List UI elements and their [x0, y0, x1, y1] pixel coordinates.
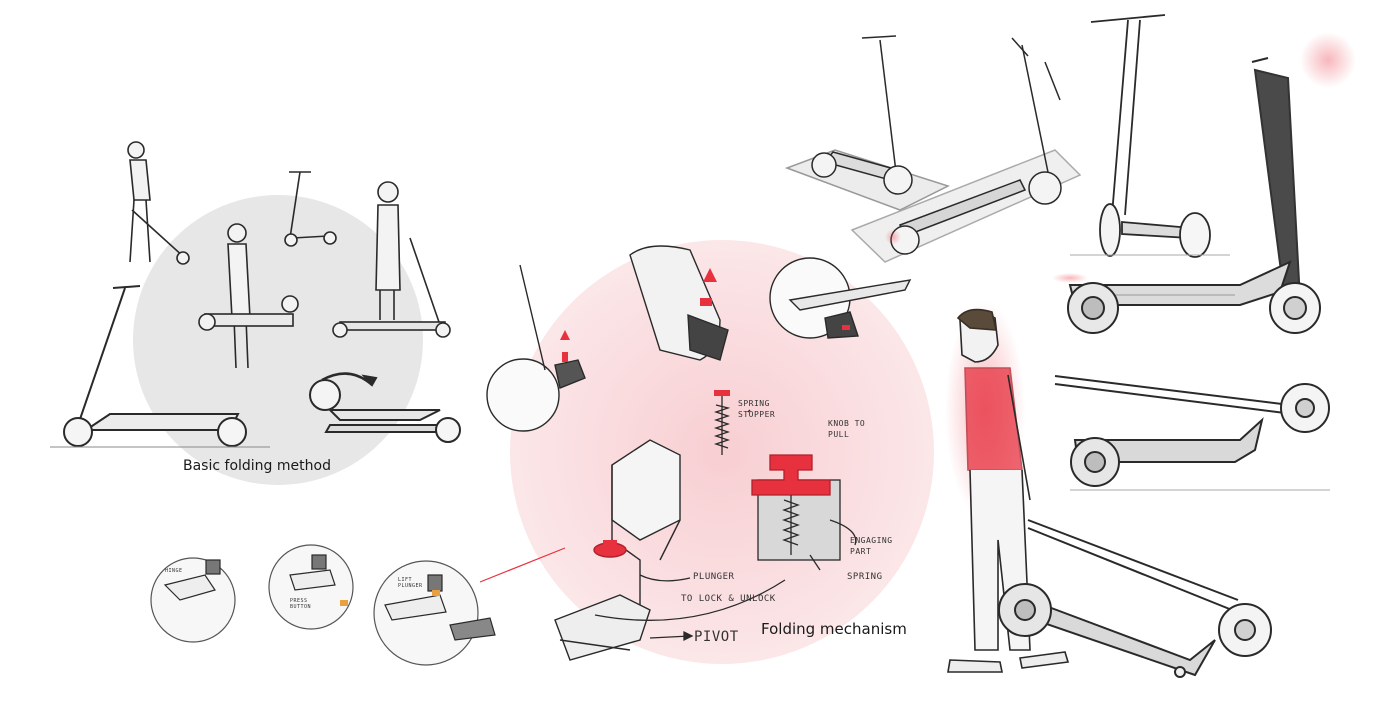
hinge-label: HINGE [165, 568, 183, 574]
rider-carrying-scooter [198, 223, 299, 369]
plunger-label: PLUNGER [693, 572, 735, 582]
spring-stopper-part [713, 390, 731, 455]
basic-folding-scooter-folded [309, 372, 461, 443]
spring-label: SPRING [847, 572, 883, 582]
plunger-housing [554, 439, 681, 661]
annotation-arrows [594, 409, 857, 642]
rider-standing-scooter [332, 181, 451, 338]
render-scooter-side [1052, 32, 1356, 334]
render-scooter-angled [850, 37, 1082, 263]
mechanism-zoom-hinge [769, 257, 912, 339]
step-circle-details [163, 554, 496, 641]
engaging-part-label: ENGAGING PART [850, 536, 893, 556]
render-scooter-upright [1070, 14, 1230, 258]
rider-pulling-scooter [127, 141, 190, 265]
basic-folding-scooter-small [284, 171, 337, 247]
mechanism-hand-pull [629, 245, 729, 361]
knob-to-pull-label: KNOB TO PULL [828, 419, 866, 439]
basic-folding-caption: Basic folding method [183, 458, 331, 474]
render-scooter-folded [1054, 375, 1330, 491]
knob-assembly [751, 454, 841, 561]
press-button-label: PRESS BUTTON [290, 598, 312, 610]
callout-line [479, 547, 566, 583]
pivot-label: PIVOT [694, 629, 739, 645]
mechanism-zoom-wheel [486, 264, 586, 432]
spring-stopper-label: SPRING STOPPER [738, 399, 776, 419]
folding-mechanism-caption: Folding mechanism [761, 620, 907, 638]
pulled-scooter [998, 519, 1272, 678]
lock-unlock-label: TO LOCK & UNLOCK [681, 594, 776, 604]
render-scooter-platform [784, 35, 950, 211]
basic-folding-scooter-large [50, 285, 270, 448]
lift-plunger-label: LIFT PLUNGER [398, 577, 423, 589]
